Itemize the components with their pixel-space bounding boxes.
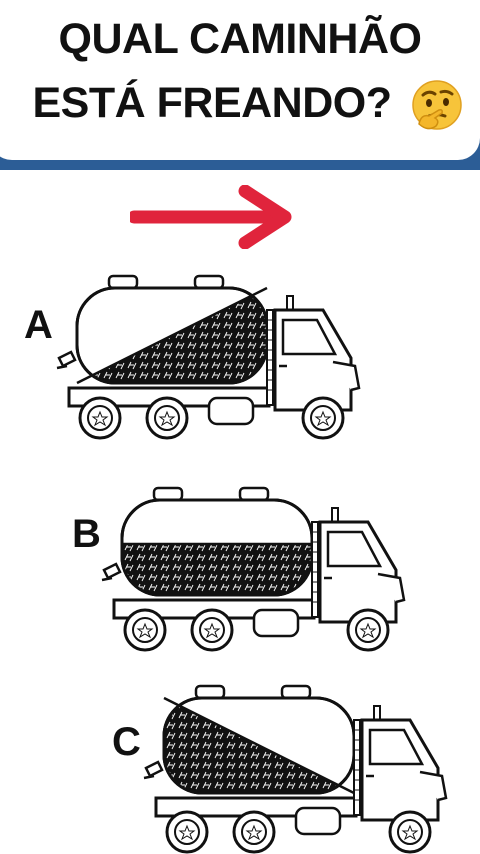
- option-label-a: A: [24, 303, 53, 347]
- question-card: [0, 0, 480, 160]
- direction-arrow: [130, 185, 292, 249]
- option-label-b: B: [72, 512, 101, 556]
- thinking-face-icon: [412, 80, 462, 130]
- truck-a[interactable]: [55, 270, 375, 450]
- question-title-line2: ESTÁ FREANDO?: [32, 79, 393, 127]
- option-label-c: C: [112, 720, 141, 764]
- truck-b[interactable]: [100, 482, 420, 662]
- question-title-line1: QUAL CAMINHÃO: [58, 15, 422, 63]
- truck-c[interactable]: [142, 680, 462, 854]
